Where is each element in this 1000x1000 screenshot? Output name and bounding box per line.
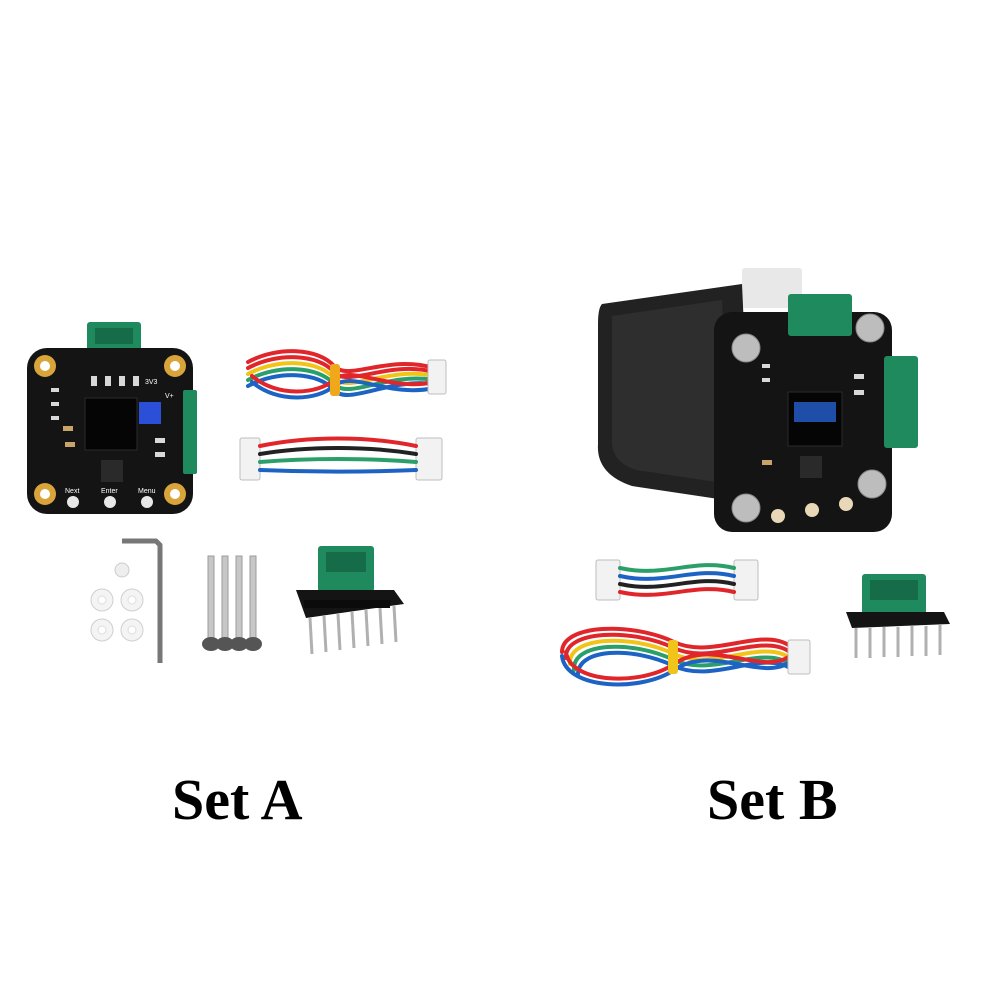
mount-screw	[857, 469, 887, 499]
silkscreen-enter: Enter	[101, 488, 118, 495]
cable-tie	[330, 364, 340, 396]
board-connector-top	[788, 294, 852, 336]
adapter-pcb	[846, 612, 950, 628]
cable-plug	[787, 639, 811, 675]
set-a-cable-short-photo	[239, 436, 443, 481]
set-a-screws-photo	[202, 555, 262, 651]
mount-screw	[731, 493, 761, 523]
set-a-allen-key-photo	[122, 538, 163, 663]
mount-screw	[731, 333, 761, 363]
set-b-label: Set B	[707, 767, 838, 832]
set-b-adapter-board-photo	[846, 574, 950, 658]
screw-head	[230, 637, 248, 651]
screw-head	[244, 637, 262, 651]
cable-plug	[733, 559, 759, 601]
motor-top-connector	[742, 268, 802, 308]
silkscreen-vplus: V+	[165, 393, 174, 400]
set-a-washers-photo	[90, 562, 144, 642]
set-b-motor-with-board-photo	[597, 268, 918, 532]
screw-head	[216, 637, 234, 651]
button	[771, 509, 785, 523]
button-enter	[104, 496, 116, 508]
button	[839, 497, 853, 511]
cable-plug	[239, 437, 261, 481]
cable-plug	[427, 359, 447, 395]
set-b-cable-long-photo	[560, 626, 811, 687]
set-a-driver-board-photo: Next Enter Menu 3V3 V+	[27, 322, 197, 514]
board-connector-side	[884, 356, 918, 448]
chip	[800, 456, 822, 478]
set-a-label: Set A	[172, 767, 303, 832]
screw-head	[202, 637, 220, 651]
oled-screen	[84, 397, 138, 451]
silkscreen-menu: Menu	[138, 488, 156, 495]
potentiometer	[139, 402, 161, 424]
washer	[114, 562, 130, 578]
set-a-adapter-board-photo	[296, 546, 404, 655]
set-a-cable-long-photo	[246, 349, 447, 400]
button	[805, 503, 819, 517]
silkscreen-3v3: 3V3	[145, 379, 158, 386]
board-connector-side	[183, 390, 197, 474]
button-menu	[141, 496, 153, 508]
chip	[101, 460, 123, 482]
allen-key	[122, 538, 163, 663]
cable-plug	[595, 559, 621, 601]
mount-screw	[855, 313, 885, 343]
cable-tie	[668, 640, 678, 674]
button-next	[67, 496, 79, 508]
silkscreen-next: Next	[65, 488, 79, 495]
set-b-cable-short-photo	[595, 559, 759, 601]
cable-plug	[415, 437, 443, 481]
